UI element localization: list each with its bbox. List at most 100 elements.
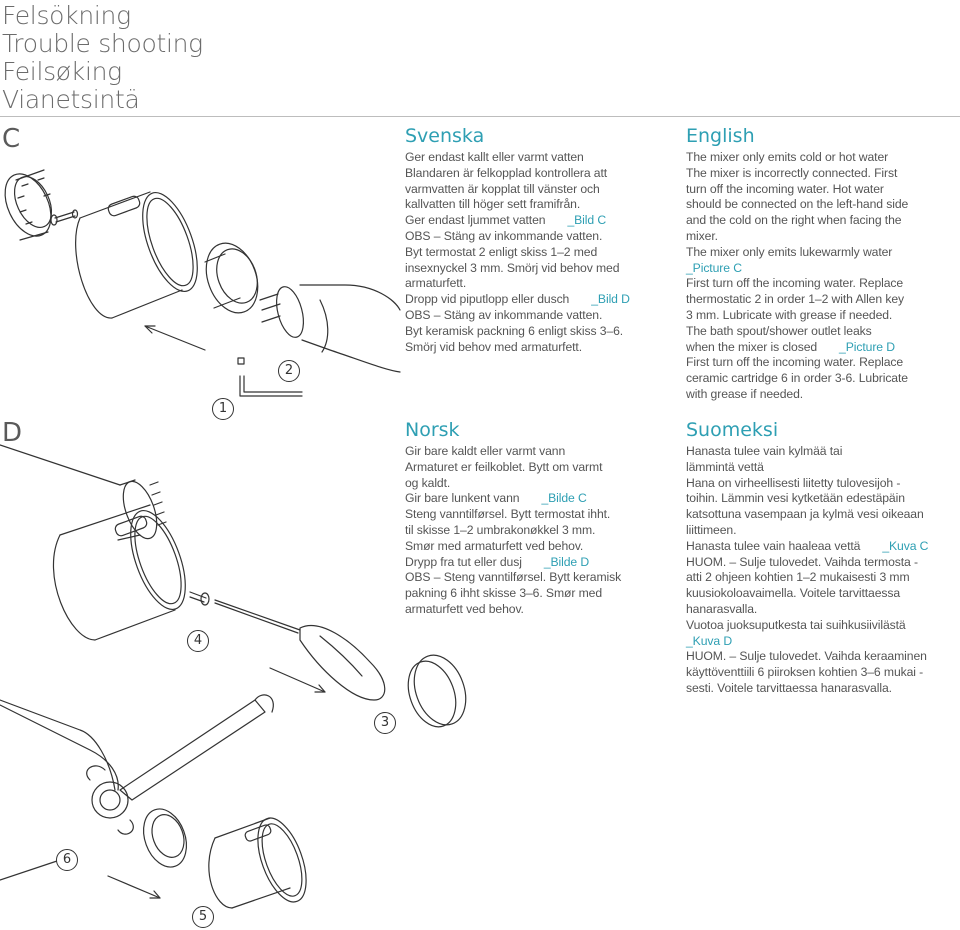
line-text: Hanasta tulee vain kylmää tai bbox=[686, 444, 843, 458]
text-line: atti 2 ohjeen kohtien 1–2 mukaisesti 3 m… bbox=[686, 570, 951, 586]
line-text: käyttöventtiili 6 piiroksen kohtien 3–6 … bbox=[686, 665, 924, 680]
text-line: Byt keramisk packning 6 enligt skiss 3–6… bbox=[405, 324, 670, 340]
text-line: The mixer only emits cold or hot water bbox=[686, 150, 951, 166]
line-text: Hana on virheellisesti liitetty tulovesi… bbox=[686, 475, 901, 490]
text-line: Dropp vid piputlopp eller dusch_Bild D bbox=[405, 292, 670, 308]
picture-reference: _Bilde C bbox=[541, 491, 587, 506]
text-line: Smörj vid behov med armaturfett. bbox=[405, 340, 670, 356]
text-line: The bath spout/shower outlet leaks bbox=[686, 324, 951, 340]
valve-body-d-drawing bbox=[0, 444, 167, 791]
line-text: Smörj vid behov med armaturfett. bbox=[405, 339, 582, 354]
figure-number-1: 1 bbox=[212, 398, 234, 420]
picture-reference: _Bild D bbox=[591, 292, 630, 307]
text-line: Ger endast kallt eller varmt vatten bbox=[405, 150, 670, 166]
swedish-section: Svenska Ger endast kallt eller varmt vat… bbox=[405, 125, 670, 355]
line-text: First turn off the incoming water. Repla… bbox=[686, 276, 904, 291]
line-text: Vuotoa juoksuputkesta tai suihkusiiviläs… bbox=[686, 617, 906, 632]
line-text: The mixer only emits cold or hot water bbox=[686, 150, 889, 164]
text-line: liittimeen. bbox=[686, 523, 951, 539]
line-text: sesti. Voitele tarvittaessa hanarasvalla… bbox=[686, 680, 892, 695]
sleeve-cylinder-c-drawing bbox=[75, 191, 198, 319]
valve-body-c-drawing bbox=[259, 284, 401, 373]
line-text: OBS – Stäng av inkommande vatten. bbox=[405, 228, 603, 243]
text-line: kuusiokoloavaimella. Voitele tarvittaess… bbox=[686, 586, 951, 602]
arrow-c-drawing bbox=[144, 325, 206, 351]
small-screw-drawing bbox=[50, 209, 79, 226]
text-line: should be connected on the left-hand sid… bbox=[686, 197, 951, 213]
line-text: Hanasta tulee vain haaleaa vettä bbox=[686, 538, 861, 553]
text-line: The mixer is incorrectly connected. Firs… bbox=[686, 166, 951, 182]
text-line: Ger endast ljummet vatten_Bild C bbox=[405, 213, 670, 229]
text-line: 3 mm. Lubricate with grease if needed. bbox=[686, 308, 951, 324]
english-heading: English bbox=[686, 125, 755, 147]
figure-number-6: 6 bbox=[56, 849, 78, 871]
line-text: kuusiokoloavaimella. Voitele tarvittaess… bbox=[686, 586, 901, 601]
text-line: thermostatic 2 in order 1–2 with Allen k… bbox=[686, 292, 951, 308]
line-text: should be connected on the left-hand sid… bbox=[686, 197, 909, 212]
text-line: Vuotoa juoksuputkesta tai suihkusiiviläs… bbox=[686, 618, 951, 634]
sleeve-cylinder-lower-drawing bbox=[208, 817, 307, 909]
line-text: Armaturet er feilkoblet. Bytt om varmt bbox=[405, 459, 603, 474]
line-text: Smør med armaturfett ved behov. bbox=[405, 538, 584, 553]
line-text: liittimeen. bbox=[686, 522, 737, 537]
line-text: katsottuna vasempaan ja kylmä vesi oikea… bbox=[686, 507, 924, 522]
thermostat-ring-drawing bbox=[204, 242, 259, 314]
text-line: The mixer only emits lukewarmly water bbox=[686, 245, 951, 261]
picture-reference: _Bilde D bbox=[543, 554, 590, 569]
text-line: mixer. bbox=[686, 229, 951, 245]
title-finnish: Vianetsintä bbox=[2, 85, 140, 114]
line-text: kallvatten till höger sett framifrån. bbox=[405, 197, 581, 212]
text-line: lämmintä vettä bbox=[686, 460, 951, 476]
line-text: OBS – Steng vanntilførsel. Bytt keramisk bbox=[405, 570, 622, 585]
line-text: varmvatten är kopplat till vänster och bbox=[405, 181, 600, 196]
header-divider bbox=[0, 116, 960, 117]
line-text: Gir bare lunkent vann bbox=[405, 491, 520, 506]
text-line: OBS – Stäng av inkommande vatten. bbox=[405, 308, 670, 324]
text-line: Drypp fra tut eller dusj_Bilde D bbox=[405, 555, 670, 571]
text-line: til skisse 1–2 umbrakonøkkel 3 mm. bbox=[405, 523, 670, 539]
text-line: Byt termostat 2 enligt skiss 1–2 med bbox=[405, 245, 670, 261]
section-c-label: C bbox=[2, 124, 21, 154]
line-text: HUOM. – Sulje tulovedet. Vaihda termosta… bbox=[686, 554, 918, 569]
finnish-heading: Suomeksi bbox=[686, 419, 779, 441]
figure-number-3: 3 bbox=[374, 712, 396, 734]
line-text: lämmintä vettä bbox=[686, 459, 764, 474]
text-line: og kaldt. bbox=[405, 476, 670, 492]
section-d-label: D bbox=[2, 418, 23, 448]
text-line: katsottuna vasempaan ja kylmä vesi oikea… bbox=[686, 507, 951, 523]
swedish-heading: Svenska bbox=[405, 125, 485, 147]
text-line: Hanasta tulee vain haaleaa vettä _Kuva C bbox=[686, 539, 951, 555]
text-line: Hana on virheellisesti liitetty tulovesi… bbox=[686, 476, 951, 492]
text-line: and the cold on the right when facing th… bbox=[686, 213, 951, 229]
line-text: Byt termostat 2 enligt skiss 1–2 med bbox=[405, 244, 598, 259]
line-text: Byt keramisk packning 6 enligt skiss 3–6… bbox=[405, 323, 624, 338]
line-text: insexnyckel 3 mm. Smörj vid behov med bbox=[405, 260, 620, 275]
text-line: First turn off the incoming water. Repla… bbox=[686, 276, 951, 292]
line-text: when the mixer is closed bbox=[686, 339, 818, 354]
line-text: armaturfett ved behov. bbox=[405, 601, 524, 616]
arrow-lower-drawing bbox=[107, 875, 161, 899]
line-text: mixer. bbox=[686, 228, 718, 243]
text-line: with grease if needed. bbox=[686, 387, 951, 403]
line-text: armaturfett. bbox=[405, 276, 467, 291]
text-line: kallvatten till höger sett framifrån. bbox=[405, 197, 670, 213]
text-line: _Picture C bbox=[686, 261, 951, 277]
line-text: til skisse 1–2 umbrakonøkkel 3 mm. bbox=[405, 522, 596, 537]
end-cap-drawing bbox=[407, 654, 467, 728]
line-text: First turn off the incoming water. Repla… bbox=[686, 355, 904, 370]
line-text: Blandaren är felkopplad kontrollera att bbox=[405, 165, 608, 180]
line-text: Steng vanntilførsel. Bytt termostat ihht… bbox=[405, 507, 611, 522]
line-text: The mixer is incorrectly connected. Firs… bbox=[686, 165, 898, 180]
picture-reference: _Kuva C bbox=[882, 538, 929, 553]
text-line: toihin. Lämmin vesi kytketään edestäpäin bbox=[686, 491, 951, 507]
line-text: atti 2 ohjeen kohtien 1–2 mukaisesti 3 m… bbox=[686, 570, 910, 585]
picture-reference: _Bild C bbox=[567, 213, 607, 228]
figure-number-5: 5 bbox=[192, 906, 214, 928]
page-titles: Felsökning Trouble shooting Feilsøking V… bbox=[2, 2, 203, 114]
line-text: hanarasvalla. bbox=[686, 601, 758, 616]
norwegian-heading: Norsk bbox=[405, 419, 460, 441]
title-swedish: Felsökning bbox=[2, 1, 131, 30]
